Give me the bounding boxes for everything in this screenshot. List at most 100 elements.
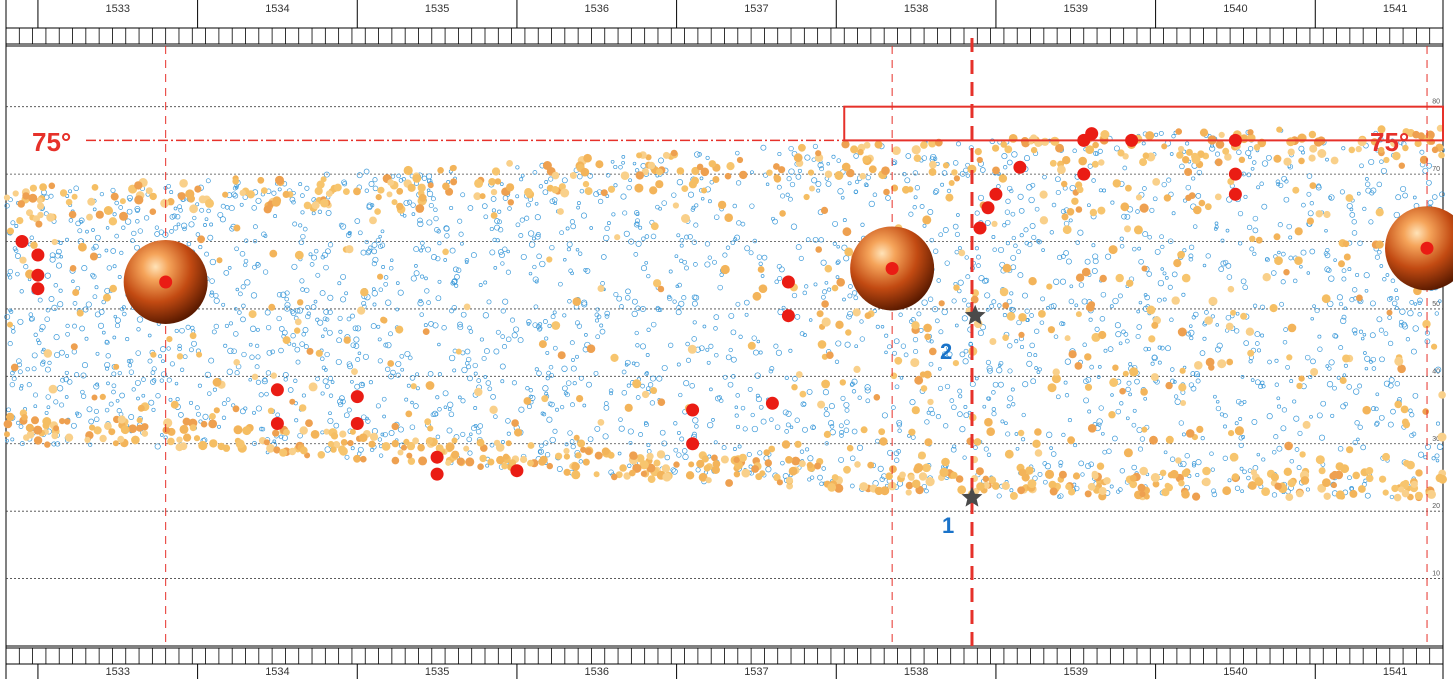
orange-point [1249,235,1256,242]
blue-point [188,347,194,353]
blue-point [180,222,188,229]
blue-point [1343,306,1348,311]
orange-point [1402,144,1409,152]
blue-point [1073,443,1078,448]
orange-point [4,431,10,438]
blue-point [1341,146,1346,151]
orange-point [911,479,921,489]
blue-point [1214,151,1221,157]
orange-point [766,169,773,176]
blue-point [478,283,483,287]
orange-point [1306,217,1314,225]
blue-point [1058,463,1063,468]
orange-point [1342,354,1351,363]
orange-point [1099,274,1107,283]
blue-point [537,448,544,455]
blue-point [968,341,973,346]
orange-point [860,426,868,434]
orange-point [405,410,413,418]
blue-point [843,255,850,262]
blue-point [1180,460,1187,468]
orange-point [653,459,661,467]
orange-point [1040,137,1050,146]
orange-point [1018,331,1025,338]
blue-point [1137,246,1141,251]
orange-point [563,453,571,460]
blue-point [713,326,718,331]
blue-point [735,180,742,186]
orange-point [672,202,680,209]
blue-point [404,350,411,358]
blue-point [643,420,648,425]
blue-point [1376,316,1383,323]
blue-point [252,238,258,244]
blue-point [1378,327,1384,333]
orange-point [1315,210,1323,218]
blue-point [278,434,284,440]
blue-point [1135,209,1140,214]
orange-point [1247,129,1254,136]
blue-point [1278,182,1284,188]
blue-point [992,247,997,252]
blue-point [378,287,384,292]
blue-point [525,386,530,391]
orange-point [1184,168,1193,176]
orange-point [3,419,13,429]
blue-point [1301,202,1306,208]
orange-point [874,486,884,496]
blue-point [382,414,386,419]
blue-point [277,187,282,192]
orange-point [1163,194,1172,202]
orange-point [1129,480,1138,489]
blue-point [406,383,411,388]
blue-point [532,322,538,328]
blue-point [1285,364,1290,370]
blue-point [1250,166,1255,171]
blue-point [419,240,425,246]
orange-point [176,436,183,443]
orange-point [551,171,560,180]
blue-point [1067,418,1072,423]
blue-point [962,358,969,365]
blue-point [32,392,39,398]
blue-point [840,195,845,200]
orange-point [597,419,605,426]
blue-point [233,331,239,337]
orange-point [506,160,513,167]
blue-point [93,383,100,390]
blue-point [1271,449,1277,455]
blue-point [252,224,258,230]
orange-point [950,471,958,479]
blue-point [879,476,885,482]
blue-point [413,270,420,277]
orange-point [425,381,435,390]
orange-point [955,475,964,483]
blue-point [1237,210,1244,217]
blue-point [1369,332,1376,339]
orange-point [1193,205,1202,215]
orange-point [5,412,15,422]
blue-point [898,312,903,317]
blue-point [151,378,157,383]
orange-point [340,439,348,446]
orange-point [445,459,452,466]
blue-point [594,318,600,323]
red-point [510,464,524,478]
blue-point [549,244,555,251]
orange-point [1437,432,1447,442]
blue-point [1294,447,1300,452]
blue-point [1100,291,1107,298]
blue-point [1107,346,1114,352]
blue-point [346,407,352,413]
blue-point [515,194,520,199]
orange-point [128,424,137,434]
blue-point [1333,333,1339,339]
blue-point [134,205,141,212]
blue-point [209,290,214,295]
orange-point [1178,145,1185,153]
blue-point [483,280,488,285]
blue-point [128,197,132,202]
blue-point [961,315,968,322]
blue-point [691,239,697,245]
blue-point [371,261,377,267]
